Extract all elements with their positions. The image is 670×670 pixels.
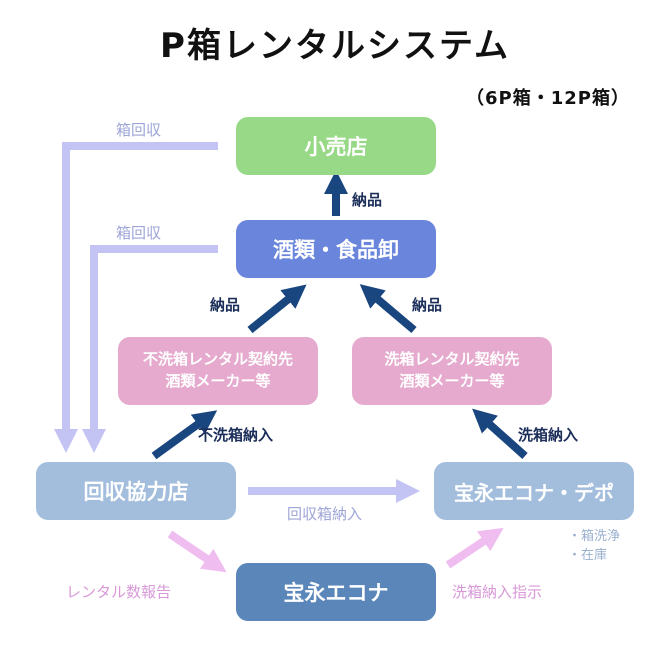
depot-label: 宝永エコナ・デポ	[454, 480, 614, 505]
label-delivery-right: 納品	[412, 296, 443, 314]
unwashed-contract-node: 不洗箱レンタル契約先 酒類メーカー等	[118, 337, 318, 405]
diagram-title: P箱レンタルシステム	[160, 26, 510, 66]
arrow-collect-from-retail	[54, 142, 218, 453]
label-unwashed-in: 不洗箱納入	[198, 426, 274, 444]
depot-node: 宝永エコナ・デポ	[434, 462, 634, 520]
arrow-unwashed-to-wholesale	[247, 284, 307, 334]
label-collect-top: 箱回収	[116, 121, 162, 139]
unwashed-contract-label-line1: 不洗箱レンタル契約先	[142, 350, 293, 369]
label-washed-in: 洗箱納入	[518, 426, 579, 444]
arrow-coop-to-hoei	[167, 530, 227, 573]
washed-contract-label-line2: 酒類メーカー等	[399, 372, 505, 390]
label-collect-mid: 箱回収	[116, 224, 162, 242]
diagram-subtitle: （6P箱・12P箱）	[466, 88, 630, 109]
washed-contract-node: 洗箱レンタル契約先 酒類メーカー等	[352, 337, 552, 405]
retail-store-node: 小売店	[236, 117, 436, 175]
label-collected-in: 回収箱納入	[287, 505, 363, 523]
washed-contract-label-line1: 洗箱レンタル契約先	[384, 350, 520, 369]
label-delivery-left: 納品	[210, 296, 241, 314]
hoei-econa-node: 宝永エコナ	[236, 563, 436, 621]
arrow-hoei-to-depot	[445, 527, 504, 569]
hoei-econa-label: 宝永エコナ	[283, 581, 389, 605]
label-rental-report: レンタル数報告	[66, 583, 172, 601]
retail-store-label: 小売店	[304, 135, 368, 159]
unwashed-contract-label-line2: 酒類メーカー等	[165, 372, 271, 390]
wholesaler-label: 酒類・食品卸	[273, 238, 399, 262]
collection-partner-label: 回収協力店	[83, 480, 189, 504]
depot-note-wash: ・箱洗浄	[568, 529, 621, 544]
label-wash-instruction: 洗箱納入指示	[452, 583, 543, 601]
wholesaler-node: 酒類・食品卸	[236, 220, 436, 278]
arrow-coop-to-unwashed	[151, 410, 218, 460]
arrow-depot-to-washed	[472, 408, 528, 459]
depot-notes: ・箱洗浄 ・在庫	[568, 528, 620, 566]
arrow-washed-to-wholesale	[359, 284, 417, 334]
depot-note-stock: ・在庫	[568, 547, 608, 563]
arrow-collect-from-wholesale	[82, 245, 218, 453]
collection-partner-node: 回収協力店	[36, 462, 236, 520]
label-delivery-top: 納品	[352, 191, 383, 209]
